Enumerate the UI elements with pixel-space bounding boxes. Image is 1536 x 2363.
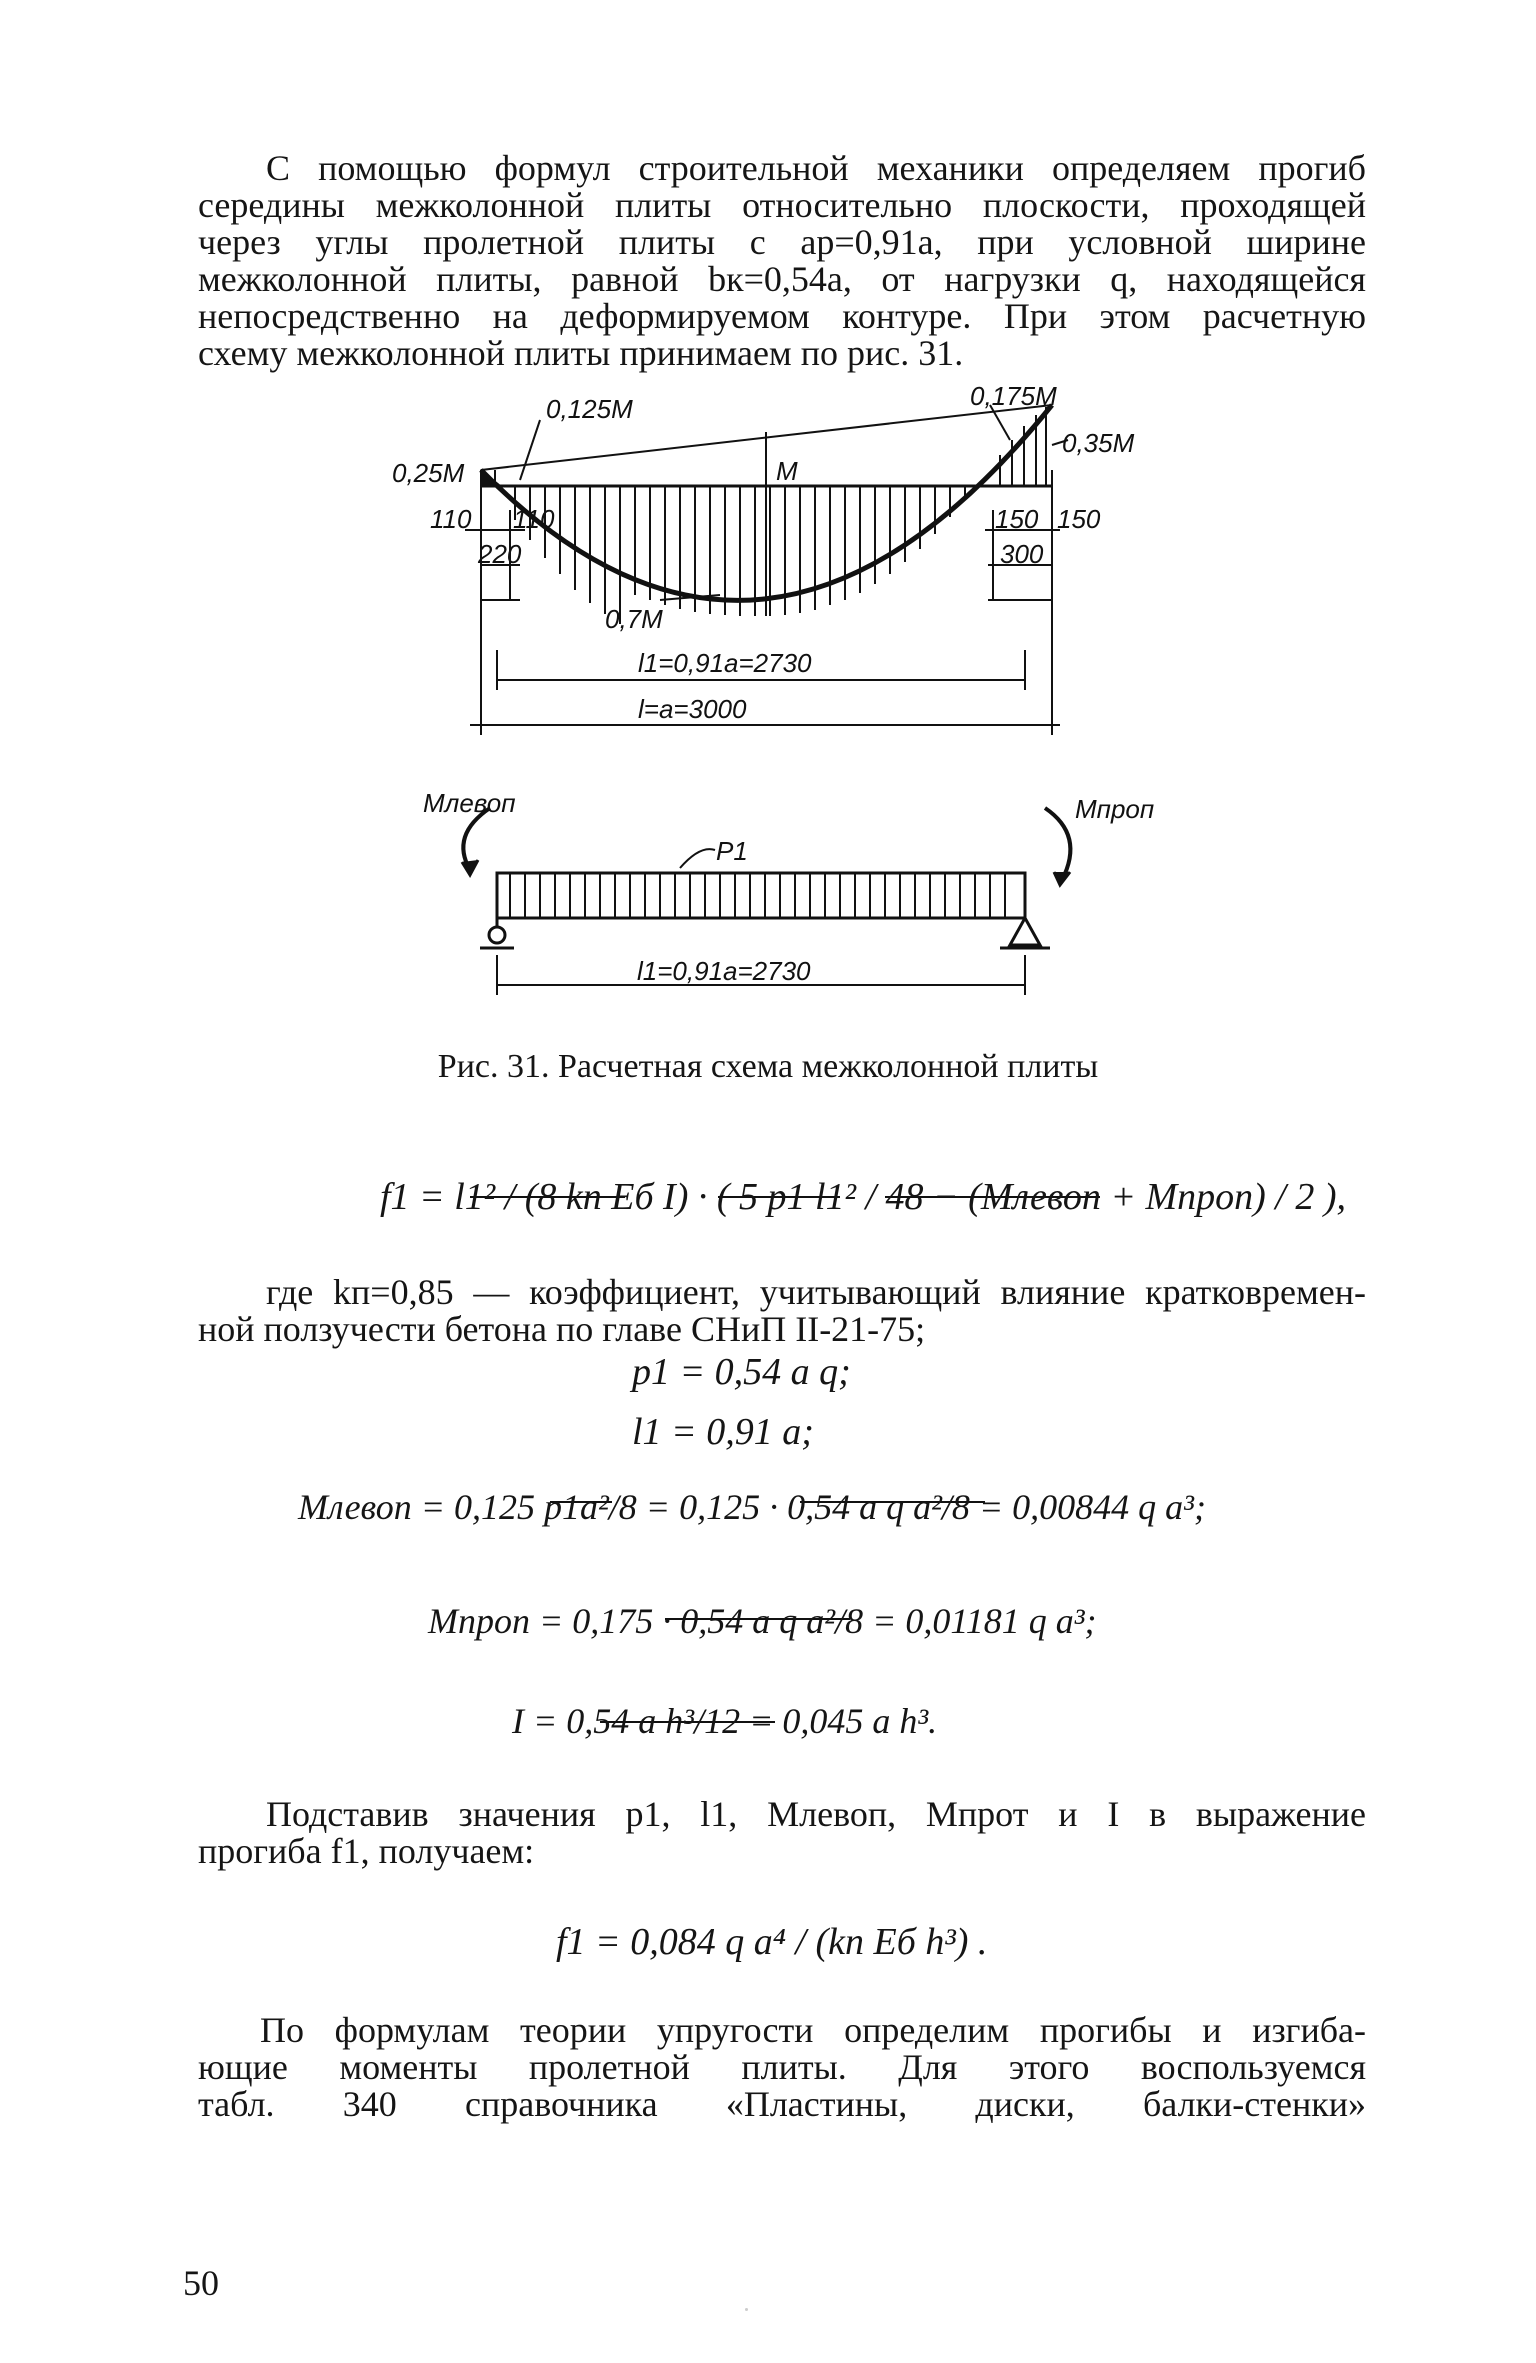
text-line: С помощью формул строительной механики о… — [266, 148, 1366, 188]
formula-I: I = 0,54 a h³/12 = 0,045 a h³. — [512, 1701, 938, 1741]
paragraph-elasticity: По формулам теории упругости определим п… — [198, 2012, 1366, 2123]
formula-f1-result: f1 = 0,084 q a⁴ / (kп Eб h³) . — [556, 1921, 988, 1963]
figure-caption: Рис. 31. Расчетная схема межколонной пли… — [437, 1048, 1099, 1085]
text-line: межколонной плиты, равной bк=0,54a, от н… — [198, 259, 1366, 299]
formula-m-left: Mлевоп = 0,125 p1a²/8 = 0,125 · 0,54 a q… — [298, 1487, 1206, 1527]
label-150-left: 150 — [995, 504, 1039, 534]
formula-m-right: Mпроп = 0,175 · 0,54 a q a²/8 = 0,01181 … — [428, 1601, 1097, 1641]
label-0125M: 0,125M — [546, 394, 633, 424]
label-M: M — [776, 456, 798, 486]
figure-31: 0,125M 0,175M 0,25M 0,35M M 0,7M 110 110… — [392, 381, 1154, 995]
text-line: непосредственно на деформируемом контуре… — [198, 296, 1366, 336]
label-l: l=a=3000 — [638, 694, 747, 724]
formula-f1-row: f1 = l1² / (8 kп Eб I) · ( 5 p1 l1² / 48… — [230, 1140, 1346, 1270]
text-line: где kп=0,85 — коэффициент, учитывающий в… — [266, 1272, 1366, 1312]
label-220: 220 — [477, 539, 522, 569]
label-110-left: 110 — [430, 504, 472, 534]
label-025M: 0,25M — [392, 458, 465, 488]
paragraph-intro: С помощью формул строительной механики о… — [198, 150, 1366, 372]
page-number: 50 — [183, 2263, 219, 2303]
formula-f1-text: f1 = l1² / (8 kп Eб I) · ( 5 p1 l1² / 48… — [380, 1176, 1347, 1218]
label-l1: l1=0,91a=2730 — [638, 648, 812, 678]
text-line: через углы пролетной плиты с aр=0,91a, п… — [198, 222, 1366, 262]
text-line: ющие моменты пролетной плиты. Для этого … — [198, 2047, 1366, 2087]
label-p1: P1 — [716, 836, 748, 866]
scan-speck — [745, 2308, 748, 2311]
label-07M: 0,7M — [605, 604, 663, 634]
label-035M: 0,35M — [1062, 428, 1135, 458]
text-line: По формулам теории упругости определим п… — [260, 2010, 1366, 2050]
label-150-right: 150 — [1057, 504, 1101, 534]
formula-block: f1 = l1² / (8 kп Eб I) · ( 5 p1 l1² / 48… — [470, 1196, 1100, 1723]
label-0175M: 0,175M — [970, 381, 1057, 411]
label-300: 300 — [1000, 539, 1044, 569]
label-m-left-support: Mлевоп — [423, 788, 516, 818]
text-line: Подставив значения p1, l1, Mлевоп, Mпрот… — [266, 1794, 1366, 1834]
text-line: табл. 340 справочника «Пластины, диски, … — [198, 2084, 1366, 2124]
label-l1-beam: l1=0,91a=2730 — [637, 956, 811, 986]
text-line: схему межколонной плиты принимаем по рис… — [198, 333, 964, 373]
formula-p1: p1 = 0,54 a q; — [632, 1351, 851, 1393]
paragraph-substitute: Подставив значения p1, l1, Mлевоп, Mпрот… — [198, 1796, 1366, 1870]
text-line: прогиба f1, получаем: — [198, 1831, 535, 1871]
formula-l1: l1 = 0,91 a; — [632, 1411, 814, 1453]
text-line: середины межколонной плиты относительно … — [198, 185, 1366, 225]
label-m-right-support: Mпроп — [1075, 794, 1154, 824]
label-110-right: 110 — [513, 504, 555, 534]
text-line: ной ползучести бетона по главе СНиП II-2… — [198, 1309, 926, 1349]
paragraph-where: где kп=0,85 — коэффициент, учитывающий в… — [198, 1274, 1366, 1348]
